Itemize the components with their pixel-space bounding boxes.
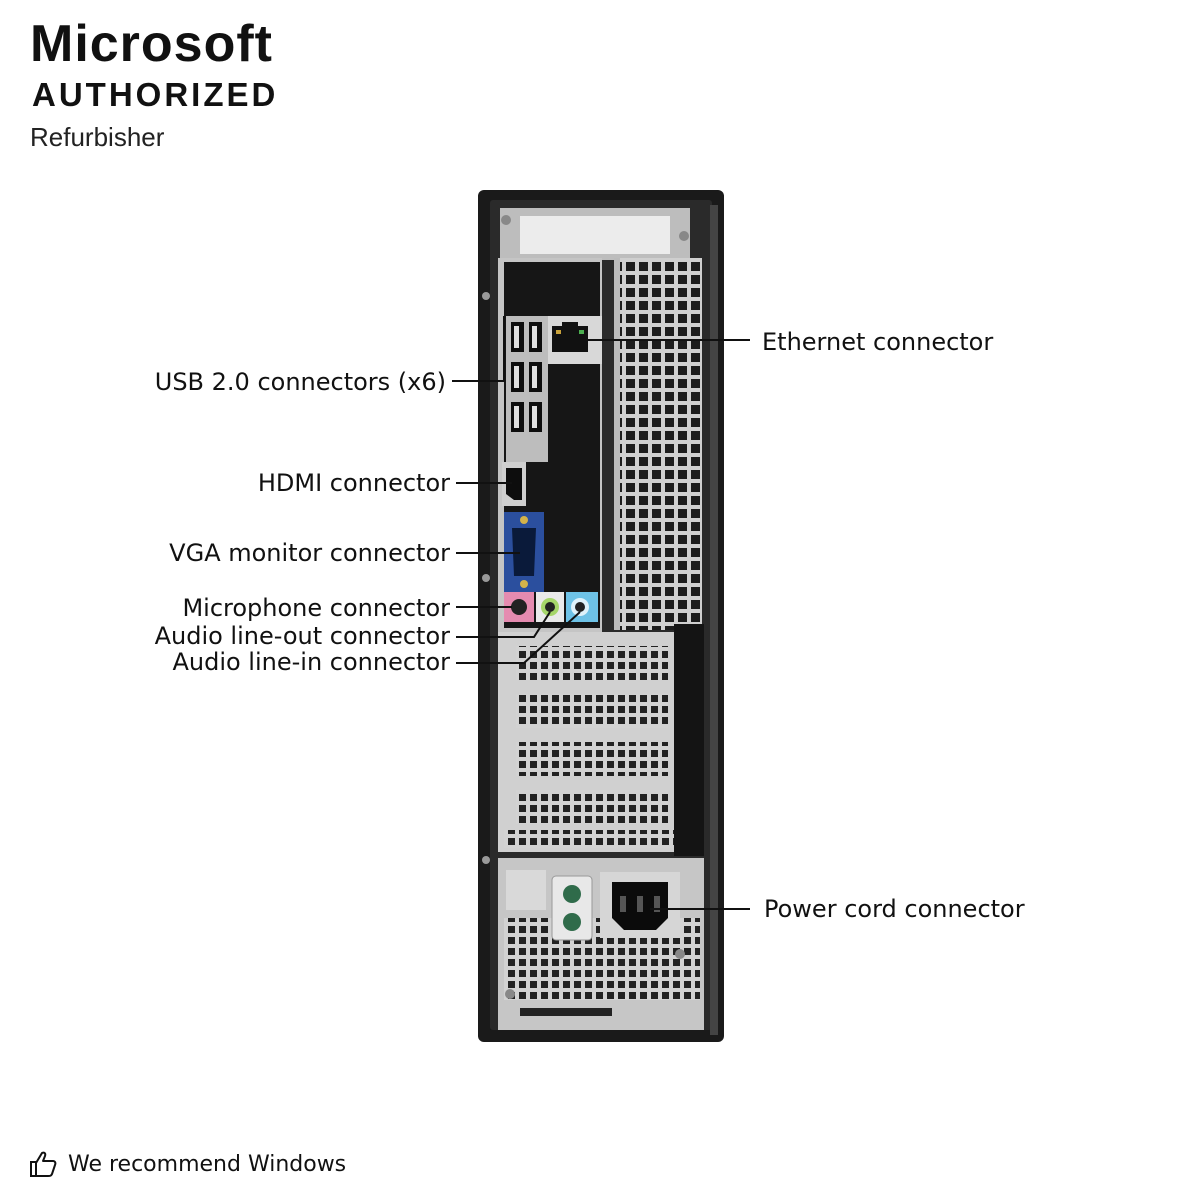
screw <box>501 215 511 225</box>
footer-text: We recommend Windows <box>68 1151 347 1177</box>
thumbs-up-icon <box>30 1151 57 1177</box>
usb-callout: USB 2.0 connectors (x6) <box>154 368 446 396</box>
audio-in-callout: Audio line-in connector <box>172 648 450 676</box>
ethernet-callout: Ethernet connector <box>762 328 994 356</box>
power-callout: Power cord connector <box>764 895 1025 923</box>
screw <box>482 856 490 864</box>
screw <box>482 574 490 582</box>
audio-in-leader-line <box>456 611 581 664</box>
brand-tagline: Refurbisher <box>30 122 165 152</box>
microphone-callout: Microphone connector <box>182 594 450 622</box>
vga-callout: VGA monitor connector <box>169 539 450 567</box>
upper-vent-grille <box>620 258 702 630</box>
audio-ports <box>504 592 598 622</box>
callout-lines <box>452 316 750 910</box>
audio-out-callout: Audio line-out connector <box>154 622 450 650</box>
vga-port <box>504 512 544 592</box>
expansion-slots <box>498 624 704 856</box>
usb-leader-line <box>452 316 505 382</box>
usb-ports <box>506 316 548 462</box>
audio-out-leader-line <box>456 611 551 638</box>
brand-title: Microsoft <box>30 15 273 73</box>
hdmi-callout: HDMI connector <box>257 469 450 497</box>
footer: We recommend Windows <box>28 1148 346 1180</box>
power-supply <box>498 858 704 1030</box>
screw <box>679 231 689 241</box>
brand-subtitle: AUTHORIZED <box>32 76 279 113</box>
screw <box>482 292 490 300</box>
